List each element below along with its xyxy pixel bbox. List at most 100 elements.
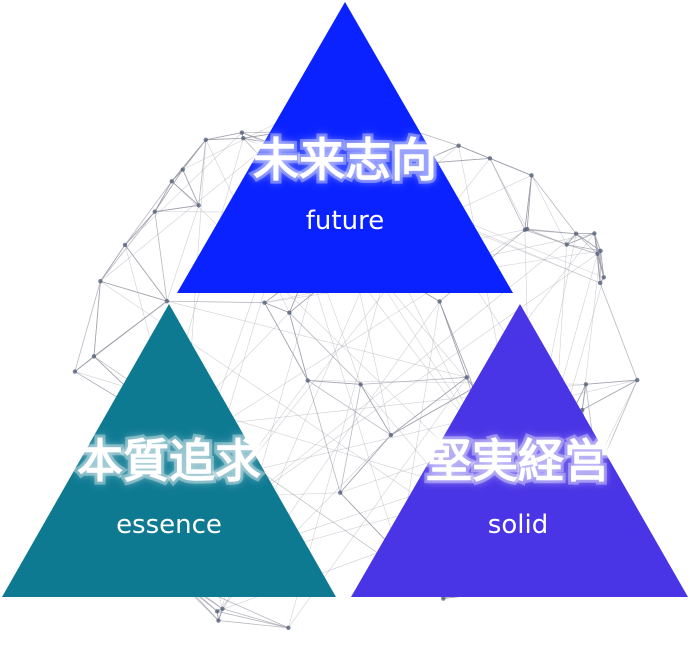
wire-node [72,369,78,374]
wire-line [339,434,392,493]
wire-node [196,203,201,208]
wire-line [166,300,265,304]
wire-node [164,298,170,304]
triangle-top-subtitle: future [306,206,384,236]
wire-line [100,211,156,282]
wire-line [222,608,289,629]
wire-line [93,281,101,357]
wire-line [458,145,491,159]
wire-line [124,132,243,246]
wire-line [581,384,587,410]
wire-line [339,384,362,493]
wire-node [388,432,394,438]
wire-line [171,181,199,206]
wire-node [358,382,363,387]
wire-line [154,169,184,212]
wire-line [566,244,601,252]
triangle-right-shape [351,304,688,597]
triangle-right: 堅実経営 solid [351,304,688,597]
wire-line [582,379,638,411]
wire-line [74,281,101,372]
wire-node [169,179,174,184]
wire-node [203,137,209,142]
wire-line [182,169,200,206]
wire-node [597,280,603,286]
wire-line [154,211,168,302]
wire-line [124,211,156,246]
triangle-left-shape [2,304,336,597]
triangle-top-shape [177,2,513,293]
wire-line [489,157,532,176]
triangle-right-subtitle: solid [488,510,548,540]
wire-line [360,384,392,436]
triangle-top-title: 未来志向 [253,133,437,187]
wire-line [288,312,309,381]
wire-line [217,610,289,629]
wire-line [307,380,341,493]
wire-node [487,156,493,161]
wire-line [166,300,467,378]
wire-line [593,233,601,284]
wire-node [437,299,442,304]
wire-node [220,606,225,611]
wire-line [566,233,577,245]
wire-line [489,158,526,230]
wire-node [456,143,461,148]
wire-node [564,242,569,247]
wire-node [286,625,291,630]
wire-line [100,244,126,282]
triangle-left-subtitle: essence [116,510,222,540]
wire-line [264,302,309,381]
wire-node [573,231,579,236]
wire-node [338,490,343,495]
wire-line [531,175,577,234]
wire-line [489,158,528,230]
wire-line [527,228,567,245]
wire-node [239,130,245,135]
wire-node [464,375,469,380]
wire-line [198,139,207,206]
wire-node [91,354,97,359]
wire-node [598,248,603,254]
wire-node [583,382,589,387]
wire-line [307,380,361,385]
wire-line [390,387,474,436]
wire-line [124,244,168,302]
wire-line [205,137,244,141]
wire-node [216,618,221,623]
wire-line [390,376,468,436]
wire-line [100,280,168,302]
wire-node [241,136,246,141]
wire-node [180,167,185,172]
wire-line [124,181,173,246]
wire-node [595,251,600,257]
wire-line [307,380,392,436]
wire-node [592,231,597,236]
wire-line [566,233,595,245]
wire-node [635,377,640,383]
wire-node [287,310,292,315]
wire-node [305,378,310,383]
wire-line [166,205,199,302]
wire-line [599,282,638,381]
triangle-right-title: 堅実経営 [426,434,610,488]
wire-node [215,609,220,614]
wire-line [205,132,242,141]
wire-line [531,175,567,245]
wire-node [524,226,530,232]
wire-node [98,279,103,284]
wire-line [575,233,601,252]
wire-line [527,228,577,235]
wire-node [601,275,606,280]
wire-line [575,233,598,255]
wire-line [526,175,532,230]
wire-line [93,300,168,357]
wire-line [154,204,199,213]
wire-node [262,300,267,305]
wire-node [529,173,534,178]
wire-line [585,379,638,385]
wire-line [154,181,173,212]
wire-line [289,312,361,385]
triangle-top: 未来志向 future [177,2,513,293]
